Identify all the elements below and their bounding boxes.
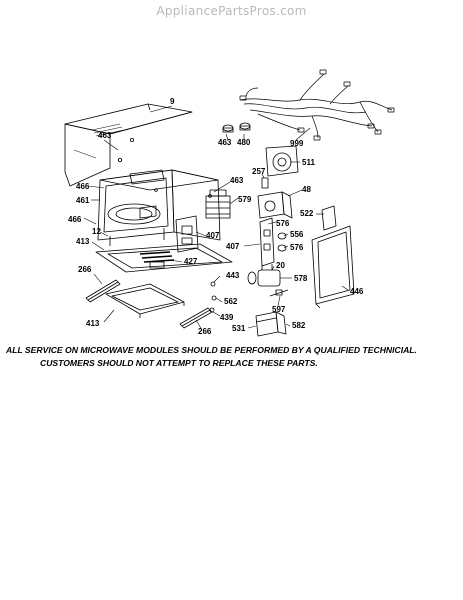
exploded-parts-diagram: 9 463 466 461 466 12 413 266 413 266 463… [64,69,395,337]
knob-drawings [222,122,251,133]
label-48: 48 [302,185,311,194]
label-266: 266 [198,327,212,336]
watermark: AppliancePartsPros.com [156,4,307,18]
diode-drawing [269,289,289,297]
side-panel-drawing [311,225,355,309]
outer-cabinet-drawing [64,103,193,187]
label-9: 9 [170,97,175,106]
screw-drawings [209,281,217,313]
interlock-assembly-drawing [259,217,287,267]
fan-motor-drawing [257,191,293,219]
label-531: 531 [232,324,246,333]
label-407: 407 [226,242,240,251]
leader-lines [83,105,349,331]
rail-drawings [85,279,213,329]
label-407: 407 [206,231,220,240]
service-notice-line-2: CUSTOMERS SHOULD NOT ATTEMPT TO REPLACE … [40,358,318,368]
label-427: 427 [184,257,198,266]
label-461: 461 [76,196,90,205]
label-257: 257 [252,167,266,176]
label-466: 466 [76,182,90,191]
service-notice: ALL SERVICE ON MICROWAVE MODULES SHOULD … [0,344,463,370]
wire-harness-drawing [239,69,395,141]
label-480: 480 [237,138,251,147]
label-578: 578 [294,274,308,283]
label-463: 463 [230,176,244,185]
part-number-labels: 9 463 466 461 466 12 413 266 413 266 463… [68,97,364,336]
label-579: 579 [238,195,252,204]
motor-bracket-drawing [265,145,299,177]
label-20: 20 [276,261,285,270]
label-556: 556 [290,230,304,239]
label-463: 463 [218,138,232,147]
label-576: 576 [290,243,304,252]
magnetron-drawing [205,189,231,219]
oven-cavity-drawing [97,169,221,246]
label-466: 466 [68,215,82,224]
label-413: 413 [86,319,100,328]
label-562: 562 [224,297,238,306]
label-266: 266 [78,265,92,274]
transformer-drawing [255,311,287,337]
label-511: 511 [302,158,315,167]
label-576: 576 [276,219,290,228]
label-597: 597 [272,305,286,314]
label-463: 463 [98,131,112,140]
drip-tray-drawing [105,283,185,318]
label-522: 522 [300,209,314,218]
fuse-drawing [261,177,269,189]
label-413: 413 [76,237,90,246]
label-443: 443 [226,271,240,280]
label-446: 446 [350,287,364,296]
label-582: 582 [292,321,306,330]
control-board-drawing [175,215,199,253]
label-999: 999 [290,139,304,148]
label-12: 12 [92,227,101,236]
base-plate-drawing [95,243,233,273]
label-439: 439 [220,313,234,322]
service-notice-line-1: ALL SERVICE ON MICROWAVE MODULES SHOULD … [6,345,417,355]
cover-plate-drawing [321,205,337,231]
